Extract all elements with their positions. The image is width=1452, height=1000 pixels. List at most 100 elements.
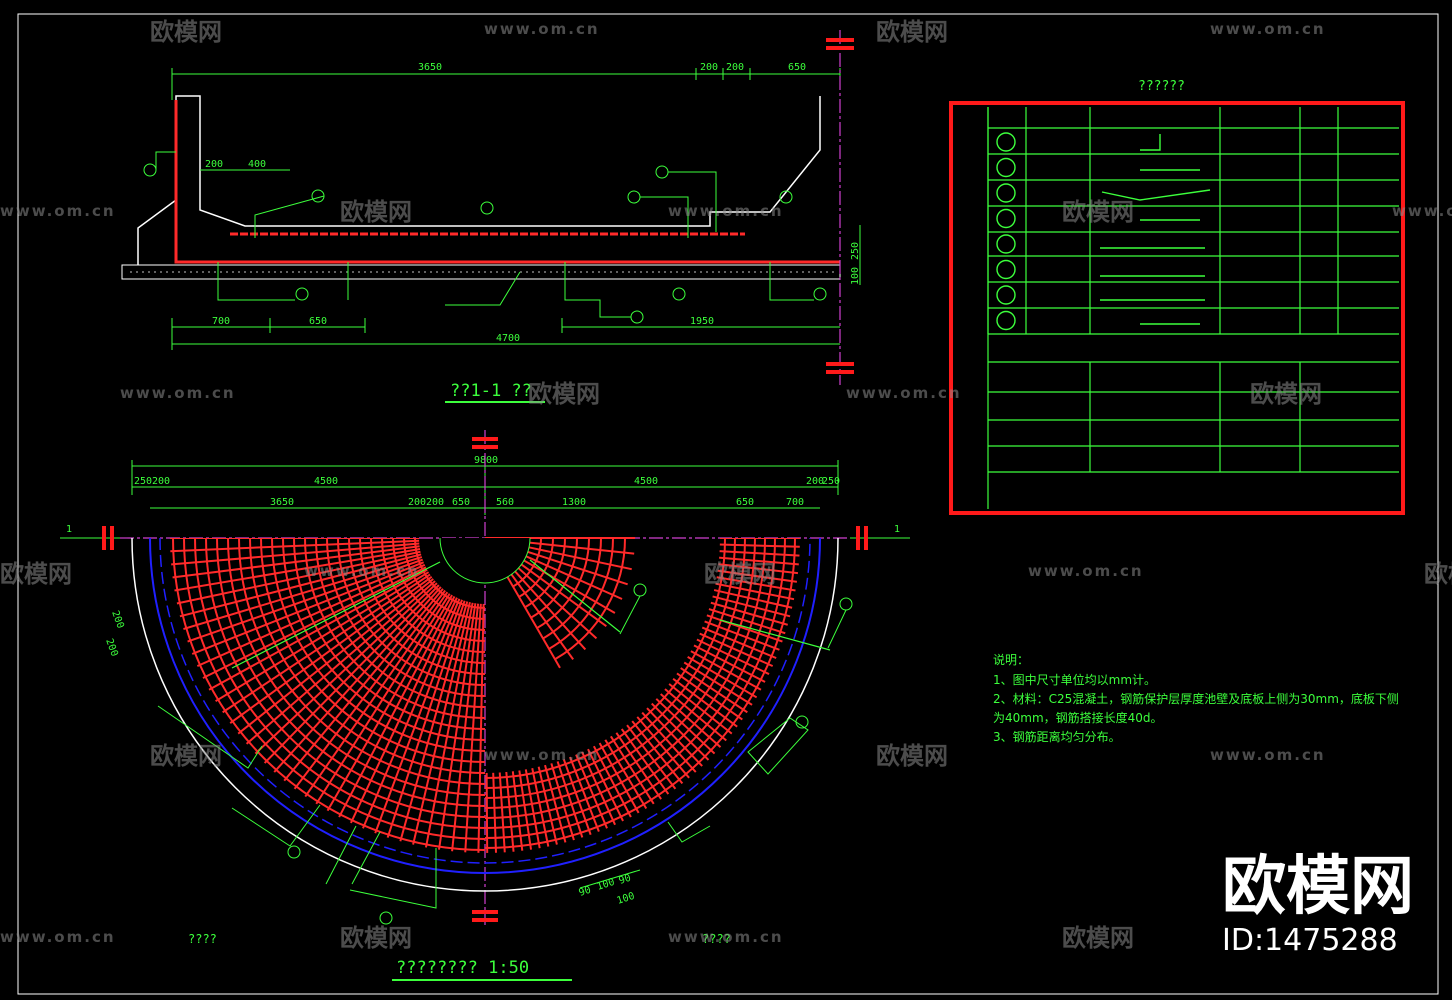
table-bar-mark bbox=[996, 310, 1016, 331]
wm-url: www.om.cn bbox=[484, 746, 600, 764]
rebar-radial bbox=[188, 563, 432, 686]
dim-700: 700 bbox=[212, 316, 230, 327]
rebar-radial bbox=[295, 586, 452, 810]
rebar-radial bbox=[170, 547, 427, 595]
dim-bottom-90b: 90 bbox=[618, 873, 633, 887]
rebar-radial bbox=[422, 596, 475, 853]
dim-inner-200: 200 bbox=[205, 159, 223, 170]
rebar-mesh-right bbox=[485, 538, 800, 853]
rebar-radial bbox=[170, 549, 427, 608]
rebar-ring bbox=[381, 538, 485, 642]
plan-view: 9800 4500 4500 250 200 200 250 3650 200 … bbox=[60, 430, 910, 981]
wm-url: www.om.cn bbox=[484, 20, 600, 38]
dim-row-560: 560 bbox=[496, 497, 514, 508]
rebar-ring bbox=[348, 538, 485, 675]
rebar-ring bbox=[304, 538, 485, 719]
rebar-radial bbox=[195, 566, 433, 698]
dim-200b: 200 bbox=[726, 62, 744, 73]
rebar-radial bbox=[263, 581, 446, 784]
rebar-ring bbox=[315, 538, 485, 708]
dim-1950: 1950 bbox=[690, 316, 714, 327]
rebar-radial bbox=[356, 592, 463, 843]
section-mark-left: 1 bbox=[66, 524, 72, 535]
wm-url: www.om.cn bbox=[668, 928, 784, 946]
note-line-1: 1、图中尺寸单位均以mm计。 bbox=[993, 672, 1156, 687]
wm-url: www.om.cn bbox=[120, 384, 236, 402]
wm-url: www.om.cn bbox=[846, 384, 962, 402]
rebar-ring bbox=[403, 538, 485, 620]
rebar-radial bbox=[253, 580, 444, 775]
rebar-radial bbox=[307, 588, 454, 818]
table-bar-mark bbox=[996, 208, 1016, 229]
wm-brand-large: 欧模网 bbox=[1222, 850, 1414, 924]
dim-4500-right: 4500 bbox=[634, 476, 658, 487]
rebar-ring bbox=[359, 538, 485, 664]
table-title: ?????? bbox=[1138, 79, 1185, 94]
rebar-fan-arc bbox=[536, 537, 590, 629]
rebar-radial bbox=[331, 590, 459, 831]
wm-brand: 欧模网 bbox=[528, 380, 600, 408]
rebar-fan-arc bbox=[524, 537, 566, 609]
dim-200-left: 200 bbox=[152, 476, 170, 487]
rebar-radial bbox=[449, 597, 480, 853]
rebar-ring bbox=[485, 538, 786, 839]
dim-row-650b: 650 bbox=[736, 497, 754, 508]
wm-url: www.om.cn bbox=[1392, 202, 1452, 220]
plan-caption-left: ???? bbox=[188, 932, 217, 946]
rebar-ring bbox=[485, 538, 746, 799]
rebar-ring bbox=[172, 538, 485, 851]
rebar-radial bbox=[284, 585, 450, 802]
rebar-radial bbox=[382, 594, 468, 853]
rebar-fan-arc bbox=[548, 537, 614, 650]
note-line-2: 2、材料：C25混凝土，钢筋保护层厚度池壁及底板上侧为30mm，底板下侧 bbox=[993, 691, 1399, 706]
wm-url: www.om.cn bbox=[668, 202, 784, 220]
rebar-radial bbox=[170, 554, 428, 635]
center-opening bbox=[439, 537, 531, 584]
dim-250-left: 250 bbox=[134, 476, 152, 487]
table-bar-shape bbox=[1101, 189, 1211, 201]
wm-brand: 欧模网 bbox=[876, 742, 948, 770]
dim-4500-left: 4500 bbox=[314, 476, 338, 487]
dim-row-3650: 3650 bbox=[270, 497, 294, 508]
rebar-ring bbox=[370, 538, 485, 653]
dim-250-right: 250 bbox=[822, 476, 840, 487]
rebar-radial bbox=[395, 595, 470, 853]
dim-bottom-100: 100 bbox=[596, 877, 617, 893]
rebar-radial bbox=[435, 597, 478, 853]
rebar-radial bbox=[170, 539, 426, 553]
rebar-ring bbox=[238, 538, 485, 785]
rebar-radial bbox=[170, 551, 428, 622]
plan-title: ???????? 1:50 bbox=[396, 958, 529, 978]
rebar-ring bbox=[485, 538, 726, 779]
rebar-ring bbox=[194, 538, 485, 829]
rebar-ring bbox=[293, 538, 485, 730]
dim-bottom-sub-100: 100 bbox=[616, 891, 637, 907]
rebar-ring bbox=[337, 538, 485, 686]
rebar-ring bbox=[260, 538, 485, 763]
dim-row-200a: 200 bbox=[408, 497, 426, 508]
rebar-table: ?????? bbox=[949, 79, 1405, 515]
rebar-ring bbox=[414, 538, 485, 609]
wm-brand: 欧模网 bbox=[0, 560, 72, 588]
dim-row-650: 650 bbox=[452, 497, 470, 508]
wm-brand: 欧模网 bbox=[876, 18, 948, 46]
rebar-fan-arc bbox=[542, 537, 602, 640]
rebar-radial bbox=[183, 561, 431, 674]
rebar-ring bbox=[485, 538, 776, 829]
wm-brand: 欧模网 bbox=[704, 560, 776, 588]
note-line-4: 3、钢筋距离均匀分布。 bbox=[993, 729, 1121, 744]
wm-url: www.om.cn bbox=[0, 202, 116, 220]
wm-url: www.om.cn bbox=[1210, 746, 1326, 764]
rebar-radial bbox=[319, 589, 456, 825]
dim-left-rot-b: 200 bbox=[103, 637, 120, 658]
rebar-radial bbox=[273, 583, 448, 793]
wm-url: www.om.cn bbox=[1028, 562, 1144, 580]
rebar-ring bbox=[205, 538, 485, 818]
table-bar-mark bbox=[996, 234, 1016, 254]
rebar-radial bbox=[369, 593, 466, 848]
dim-4700: 4700 bbox=[496, 333, 520, 344]
dim-650: 650 bbox=[788, 62, 806, 73]
rebar-ring bbox=[282, 538, 485, 741]
rebar-fan-arc bbox=[530, 537, 578, 619]
watermarks: 欧模网 www.om.cn 欧模网 www.om.cn www.om.cn 欧模… bbox=[0, 18, 1452, 952]
